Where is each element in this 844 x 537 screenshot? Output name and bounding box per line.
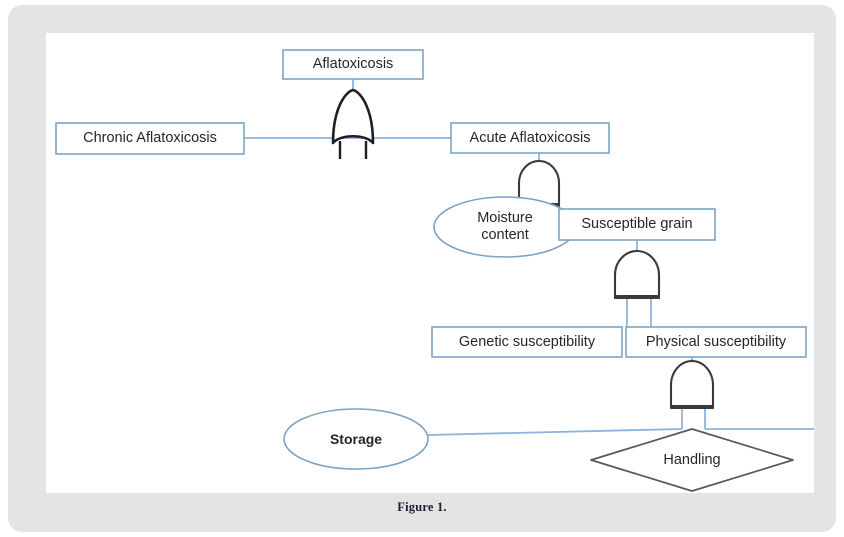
node-box-acute-aflatoxicosis[interactable] [450,122,610,154]
node-ellipse-storage[interactable] [283,408,429,470]
node-box-physical-susceptibility[interactable] [625,326,807,358]
gate-top-or-icon [331,88,375,159]
figure-caption: Figure 1. [397,500,447,514]
node-box-susceptible-grain[interactable] [558,208,716,241]
connector-to-storage [426,428,683,436]
node-ellipse-moisture-content[interactable] [433,196,577,258]
diagram-vector-layer [55,49,814,492]
and-gate-acute-body [517,159,561,208]
node-box-chronic-aflatoxicosis[interactable] [55,122,245,155]
fault-tree-diagram: Aflatoxicosis Chronic Aflatoxicosis Acut… [46,33,814,493]
node-box-genetic-susceptibility[interactable] [431,326,623,358]
and-gate-grain-body [613,250,661,300]
node-box-aflatoxicosis[interactable] [282,49,424,80]
figure-frame: Aflatoxicosis Chronic Aflatoxicosis Acut… [8,5,836,532]
node-diamond-handling[interactable] [590,428,794,492]
or-gate-body [331,88,375,145]
gate-grain-and-icon [613,250,661,300]
and-gate-physical-body [669,360,715,410]
gate-physical-and-icon [669,360,715,410]
